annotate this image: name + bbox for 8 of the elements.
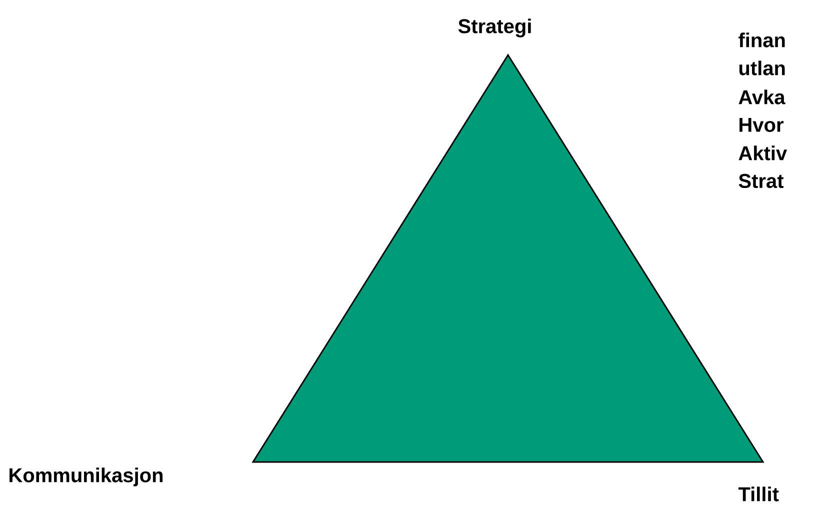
label: finan xyxy=(738,32,785,48)
label: Strat xyxy=(738,174,784,188)
label: Tillit xyxy=(738,486,779,502)
label: Kommunikasjon xyxy=(10,468,163,486)
label: Aktiv xyxy=(738,146,787,160)
label: Hvor xyxy=(740,118,784,132)
label: utlan xyxy=(739,60,785,76)
label: Avka xyxy=(738,90,786,104)
